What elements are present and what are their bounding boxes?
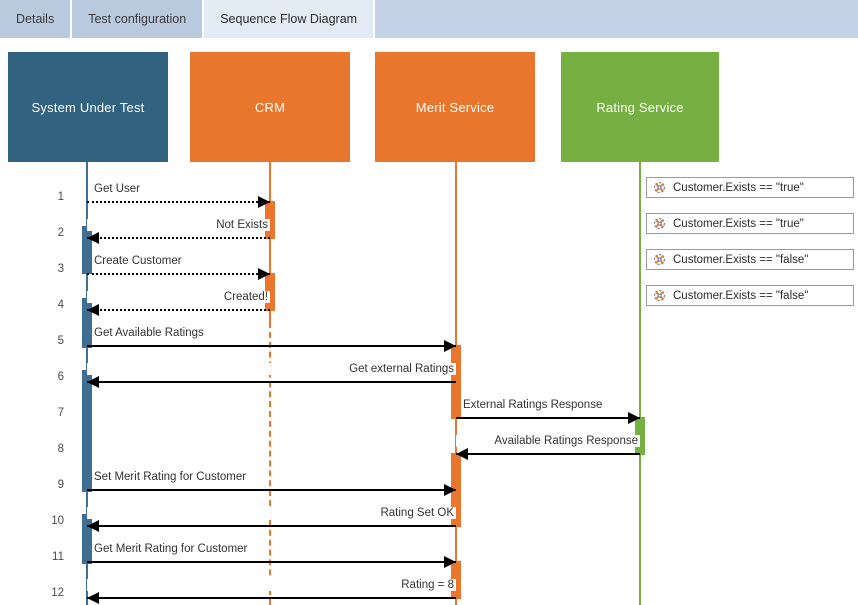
tab-bar-underline <box>0 38 858 41</box>
tab-sequence-flow-diagram[interactable]: Sequence Flow Diagram <box>204 0 376 38</box>
message-label-9: Set Merit Rating for Customer <box>92 471 249 483</box>
message-number-8: 8 <box>57 443 64 455</box>
participant-box-crm[interactable]: CRM <box>190 52 350 162</box>
condition-note-text: Customer.Exists == "true" <box>673 217 804 230</box>
message-label-8: Available Ratings Response <box>456 435 640 447</box>
tab-test-configuration[interactable]: Test configuration <box>72 0 205 38</box>
message-line-3[interactable] <box>87 273 270 275</box>
message-arrowhead-1 <box>258 196 270 208</box>
message-label-12: Rating = 8 <box>87 579 456 591</box>
message-label-10: Rating Set OK <box>87 507 456 519</box>
condition-rule-icon <box>652 252 667 267</box>
message-number-7: 7 <box>57 407 64 419</box>
message-arrowhead-5 <box>444 340 456 352</box>
condition-note-text: Customer.Exists == "false" <box>673 253 809 266</box>
lifeline-rating-service <box>639 162 641 605</box>
message-label-2: Not Exists <box>87 219 270 231</box>
participant-label: Rating Service <box>596 99 684 115</box>
message-number-3: 3 <box>57 263 64 275</box>
message-arrowhead-3 <box>258 268 270 280</box>
message-label-6: Get external Ratings <box>87 363 456 375</box>
condition-note-1[interactable]: Customer.Exists == "true" <box>646 177 854 198</box>
activation-bar-system-under-test <box>82 514 92 564</box>
message-line-6[interactable] <box>87 381 456 383</box>
condition-note-text: Customer.Exists == "false" <box>673 289 809 302</box>
participant-box-rating-service[interactable]: Rating Service <box>561 52 719 162</box>
message-arrowhead-4 <box>87 304 99 316</box>
activation-bar-merit-service <box>451 345 461 419</box>
activation-bar-system-under-test <box>82 298 92 348</box>
condition-note-2[interactable]: Customer.Exists == "true" <box>646 213 854 234</box>
message-arrowhead-7 <box>628 412 640 424</box>
message-line-2[interactable] <box>87 237 270 239</box>
condition-note-3[interactable]: Customer.Exists == "false" <box>646 249 854 270</box>
message-number-2: 2 <box>57 227 64 239</box>
activation-bar-merit-service <box>451 561 461 599</box>
condition-rule-icon <box>652 180 667 195</box>
message-label-11: Get Merit Rating for Customer <box>92 543 250 555</box>
message-number-12: 12 <box>51 587 64 599</box>
message-number-4: 4 <box>57 299 64 311</box>
message-number-10: 10 <box>51 515 64 527</box>
message-label-4: Created! <box>87 291 270 303</box>
activation-bar-crm <box>265 201 275 239</box>
participant-label: CRM <box>254 99 286 115</box>
message-number-11: 11 <box>52 551 64 563</box>
message-line-9[interactable] <box>87 489 456 491</box>
message-arrowhead-6 <box>87 376 99 388</box>
message-arrowhead-8 <box>456 448 468 460</box>
tab-details[interactable]: Details <box>0 0 73 38</box>
activation-bar-crm <box>265 273 275 311</box>
message-line-5[interactable] <box>87 345 456 347</box>
message-line-10[interactable] <box>87 525 456 527</box>
message-arrowhead-9 <box>444 484 456 496</box>
message-label-7: External Ratings Response <box>461 399 605 411</box>
lifeline-crm <box>269 162 271 322</box>
condition-note-text: Customer.Exists == "true" <box>673 181 804 194</box>
message-line-11[interactable] <box>87 561 456 563</box>
message-line-7[interactable] <box>456 417 640 419</box>
participant-label: Merit Service <box>415 99 495 115</box>
message-line-4[interactable] <box>87 309 270 311</box>
message-number-9: 9 <box>57 479 64 491</box>
message-number-6: 6 <box>57 371 64 383</box>
condition-rule-icon <box>652 216 667 231</box>
message-number-5: 5 <box>57 335 64 347</box>
message-line-1[interactable] <box>87 201 270 203</box>
participant-box-merit-service[interactable]: Merit Service <box>375 52 535 162</box>
participant-label: System Under Test <box>31 99 145 115</box>
message-arrowhead-2 <box>87 232 99 244</box>
message-arrowhead-11 <box>444 556 456 568</box>
activation-bar-rating-service <box>635 417 645 455</box>
activation-bar-system-under-test <box>82 226 92 274</box>
tab-bar: Details Test configuration Sequence Flow… <box>0 0 858 38</box>
activation-bar-merit-service <box>451 453 461 527</box>
message-label-3: Create Customer <box>92 255 184 267</box>
condition-rule-icon <box>652 288 667 303</box>
message-label-5: Get Available Ratings <box>92 327 206 339</box>
condition-note-4[interactable]: Customer.Exists == "false" <box>646 285 854 306</box>
message-label-1: Get User <box>92 183 143 195</box>
message-line-12[interactable] <box>87 597 456 599</box>
message-line-8[interactable] <box>456 453 640 455</box>
tab-bar-filler <box>375 0 858 38</box>
lifeline-crm <box>269 322 271 605</box>
activation-bar-system-under-test <box>82 370 92 492</box>
participant-box-system-under-test[interactable]: System Under Test <box>8 52 168 162</box>
message-arrowhead-10 <box>87 520 99 532</box>
message-arrowhead-12 <box>87 592 99 604</box>
message-number-1: 1 <box>57 191 64 203</box>
